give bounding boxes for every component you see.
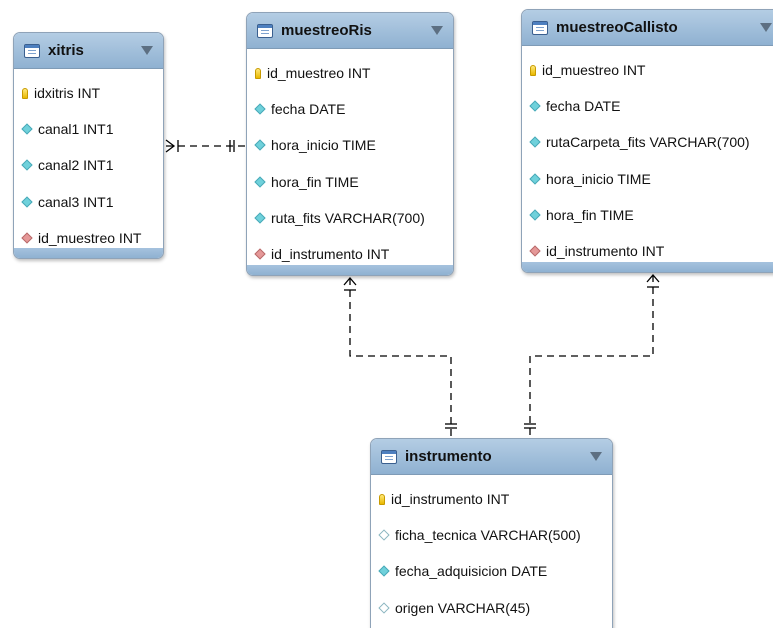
- column-diamond-icon: [529, 209, 541, 221]
- dropdown-arrow-icon[interactable]: [141, 46, 153, 55]
- column-label: fecha DATE: [271, 101, 346, 118]
- column-label: canal2 INT1: [38, 157, 114, 174]
- column-label: idxitris INT: [34, 85, 101, 102]
- column-row[interactable]: origen VARCHAR(45): [371, 590, 612, 626]
- column-label: id_instrumento INT: [391, 491, 510, 508]
- table-footer: [14, 248, 163, 258]
- table-instrumento[interactable]: instrumento id_instrumento INT ficha_tec…: [370, 438, 613, 628]
- column-row[interactable]: id_instrumento INT: [371, 481, 612, 517]
- column-row[interactable]: rutaCarpeta_fits VARCHAR(700): [522, 124, 773, 160]
- column-label: canal3 INT1: [38, 193, 114, 210]
- column-diamond-icon: [378, 565, 390, 578]
- column-diamond-icon: [254, 139, 266, 152]
- column-diamond-icon: [254, 175, 266, 188]
- column-label: rutaCarpeta_fits VARCHAR(700): [546, 134, 750, 151]
- column-row[interactable]: id_instrumento INT: [247, 236, 453, 272]
- column-row[interactable]: fecha DATE: [522, 88, 773, 124]
- column-row[interactable]: hora_fin TIME: [522, 197, 773, 233]
- table-muestreoCallisto[interactable]: muestreoCallisto id_muestreo INT fecha D…: [521, 9, 773, 273]
- primary-key-icon: [255, 67, 261, 79]
- column-label: fecha DATE: [546, 98, 621, 115]
- column-label: fecha_adquisicion DATE: [395, 563, 548, 580]
- column-diamond-icon: [529, 136, 541, 149]
- foreign-key-icon: [254, 248, 266, 260]
- table-title: xitris: [48, 42, 84, 59]
- column-row[interactable]: ficha_tecnica VARCHAR(500): [371, 517, 612, 553]
- column-diamond-icon: [529, 172, 541, 185]
- column-row[interactable]: hora_inicio TIME: [522, 161, 773, 197]
- column-row[interactable]: fecha DATE: [247, 91, 453, 127]
- column-row[interactable]: canal3 INT1: [14, 184, 163, 220]
- table-title: muestreoRis: [281, 22, 372, 39]
- table-icon: [532, 20, 548, 35]
- table-xitris[interactable]: xitris idxitris INT canal1 INT1 canal2 I…: [13, 32, 164, 259]
- column-row[interactable]: hora_fin TIME: [247, 164, 453, 200]
- column-row[interactable]: hora_inicio TIME: [247, 127, 453, 163]
- column-label: hora_fin TIME: [546, 206, 634, 223]
- table-footer: [247, 265, 453, 275]
- column-row[interactable]: id_muestreo INT: [14, 220, 163, 256]
- nullable-column-diamond-icon: [378, 529, 390, 541]
- table-icon: [381, 449, 397, 464]
- table-icon: [24, 43, 40, 58]
- column-label: hora_fin TIME: [271, 173, 359, 190]
- column-diamond-icon: [254, 103, 266, 115]
- table-title: instrumento: [405, 448, 492, 465]
- column-row[interactable]: canal2 INT1: [14, 147, 163, 183]
- table-header[interactable]: muestreoRis: [247, 13, 453, 49]
- primary-key-icon: [22, 87, 28, 99]
- column-label: id_muestreo INT: [38, 229, 142, 246]
- column-row[interactable]: ruta_fits VARCHAR(700): [247, 200, 453, 236]
- column-row[interactable]: id_instrumento INT: [522, 233, 773, 269]
- column-label: ruta_fits VARCHAR(700): [271, 209, 425, 226]
- column-label: hora_inicio TIME: [546, 170, 651, 187]
- relationship-muestreoRis-instrumento: [343, 277, 457, 436]
- column-label: id_instrumento INT: [546, 243, 665, 260]
- column-diamond-icon: [21, 123, 33, 135]
- table-header[interactable]: xitris: [14, 33, 163, 69]
- primary-key-icon: [530, 64, 536, 76]
- column-label: id_muestreo INT: [267, 65, 371, 82]
- nullable-column-diamond-icon: [378, 601, 390, 614]
- column-label: id_muestreo INT: [542, 62, 646, 79]
- column-label: id_instrumento INT: [271, 246, 390, 263]
- dropdown-arrow-icon[interactable]: [590, 452, 602, 461]
- column-diamond-icon: [254, 212, 266, 224]
- table-icon: [257, 23, 273, 38]
- column-label: ficha_tecnica VARCHAR(500): [395, 527, 581, 544]
- table-title: muestreoCallisto: [556, 19, 678, 36]
- column-label: canal1 INT1: [38, 121, 114, 138]
- foreign-key-icon: [21, 232, 33, 244]
- table-footer: [522, 262, 773, 272]
- column-row[interactable]: canal1 INT1: [14, 111, 163, 147]
- table-muestreoRis[interactable]: muestreoRis id_muestreo INT fecha DATE h…: [246, 12, 454, 276]
- column-row[interactable]: id_muestreo INT: [247, 55, 453, 91]
- relationship-muestreoCallisto-instrumento: [524, 274, 660, 436]
- column-diamond-icon: [529, 100, 541, 112]
- dropdown-arrow-icon[interactable]: [760, 23, 772, 32]
- relationship-xitris-muestreoRis: [165, 139, 246, 153]
- dropdown-arrow-icon[interactable]: [431, 26, 443, 35]
- table-header[interactable]: muestreoCallisto: [522, 10, 773, 46]
- table-header[interactable]: instrumento: [371, 439, 612, 475]
- column-row[interactable]: idxitris INT: [14, 75, 163, 111]
- foreign-key-icon: [529, 245, 541, 257]
- column-label: origen VARCHAR(45): [395, 599, 531, 616]
- column-diamond-icon: [21, 159, 33, 172]
- column-row[interactable]: fecha_adquisicion DATE: [371, 553, 612, 589]
- column-row[interactable]: id_muestreo INT: [522, 52, 773, 88]
- primary-key-icon: [379, 493, 385, 505]
- column-diamond-icon: [21, 195, 33, 208]
- column-label: hora_inicio TIME: [271, 137, 376, 154]
